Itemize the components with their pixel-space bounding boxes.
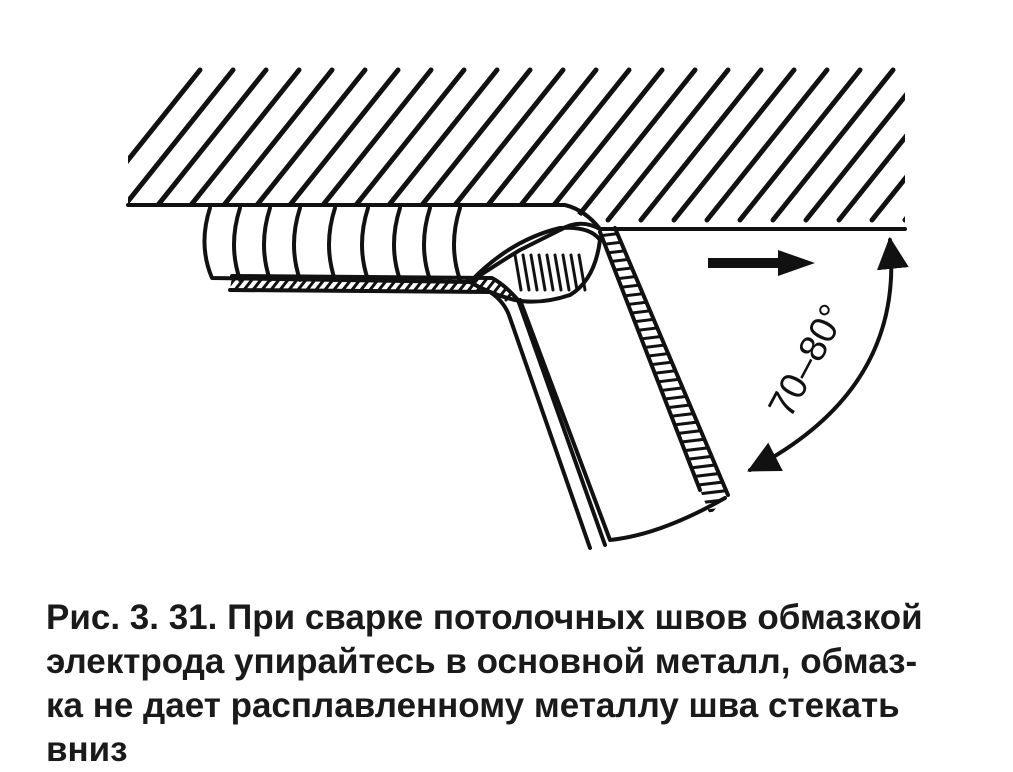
coating-hatch-line bbox=[598, 415, 728, 437]
bead-ripple bbox=[392, 206, 402, 282]
weld-bead bbox=[202, 206, 602, 284]
plate-hatch-line bbox=[671, 67, 797, 223]
coating-hatch-line bbox=[598, 442, 728, 464]
coating-hatch-line bbox=[598, 280, 728, 302]
plate-hatch-line bbox=[605, 67, 731, 223]
plate-hatch-line bbox=[275, 67, 401, 223]
pool-hatch-line bbox=[537, 253, 547, 292]
plate-hatch-line bbox=[341, 67, 467, 223]
coating-hatch-line bbox=[598, 235, 728, 257]
figure-caption: Рис. 3. 31. При сварке потолочных швов о… bbox=[46, 596, 986, 772]
coating-hatch-line bbox=[598, 496, 728, 515]
caption-line-2: электрода упирайтесь в основной металл, … bbox=[46, 642, 918, 681]
plate-hatch-line bbox=[971, 70, 1013, 220]
coating-hatch-line bbox=[598, 298, 728, 320]
pool-hatch-line bbox=[529, 253, 539, 292]
coating-hatch-line bbox=[598, 478, 728, 500]
plate-hatch-line bbox=[506, 67, 632, 223]
plate-hatch-line bbox=[473, 67, 599, 223]
pool-hatch-line bbox=[513, 253, 523, 292]
coating-hatch-line bbox=[598, 406, 728, 428]
welding-direction-arrow bbox=[708, 250, 815, 276]
plate-hatch-line bbox=[209, 67, 335, 223]
slag-hatch-line bbox=[594, 276, 605, 302]
plate-hatch-line bbox=[770, 67, 896, 223]
pool-hatch-line bbox=[521, 253, 531, 292]
plate-hatch-line bbox=[572, 67, 698, 223]
electrode bbox=[518, 226, 730, 542]
plate-hatch-line bbox=[128, 67, 236, 223]
bead-ripple bbox=[452, 206, 462, 282]
plate-hatch-line bbox=[704, 67, 830, 223]
coating-hatch-line bbox=[598, 307, 728, 329]
electrode-angle-arc: 70–80° bbox=[747, 236, 909, 472]
plate-hatch-line bbox=[374, 67, 500, 223]
plate-hatch-line bbox=[902, 67, 905, 223]
slag-hatch-line bbox=[230, 276, 250, 302]
pool-hatch-line bbox=[553, 253, 563, 292]
plate-hatch-line bbox=[869, 67, 905, 223]
coating-hatch-line bbox=[598, 361, 728, 383]
coating-hatch-line bbox=[598, 505, 728, 515]
plate-hatch-line bbox=[836, 67, 905, 223]
slag-hatch-line bbox=[230, 276, 232, 302]
plate-hatch-line bbox=[128, 67, 203, 223]
bead-ripple bbox=[422, 206, 432, 282]
coating-hatch-line bbox=[598, 352, 728, 374]
plate-hatch-line bbox=[803, 67, 905, 223]
plate-hatch-line bbox=[143, 67, 269, 223]
plate-hatch-line bbox=[638, 67, 764, 223]
plate-hatch-line bbox=[176, 67, 302, 223]
ceiling-weld-diagram: 70–80° bbox=[126, 67, 1013, 550]
plate-hatch-line bbox=[938, 70, 1013, 220]
bead-ripple bbox=[360, 206, 370, 282]
base-metal-plate bbox=[126, 67, 1013, 231]
plate-hatch-line bbox=[308, 67, 434, 223]
pool-hatch-line bbox=[561, 253, 571, 292]
slag-layer bbox=[228, 274, 607, 550]
plate-hatch-line bbox=[242, 67, 368, 223]
bead-ripple bbox=[292, 206, 302, 282]
coating-hatch-line bbox=[598, 271, 728, 293]
angle-label: 70–80° bbox=[761, 298, 855, 424]
plate-hatch-line bbox=[539, 67, 665, 223]
bead-ripple bbox=[262, 206, 272, 282]
coating-hatch-line bbox=[598, 316, 728, 338]
pool-hatch-line bbox=[569, 253, 579, 292]
plate-hatch-line bbox=[407, 67, 533, 223]
bead-ripple bbox=[232, 206, 242, 282]
caption-line-3: ка не дает расплавленному металлу шва ст… bbox=[46, 686, 900, 725]
caption-line-4: вниз bbox=[46, 730, 128, 769]
coating-hatch-line bbox=[598, 228, 728, 239]
coating-hatch-line bbox=[598, 433, 728, 455]
coating-hatch-line bbox=[598, 424, 728, 446]
coating-hatch-line bbox=[598, 370, 728, 392]
plate-hatch-line bbox=[440, 67, 566, 223]
caption-line-1: Рис. 3. 31. При сварке потолочных швов о… bbox=[46, 598, 923, 637]
bead-ripple bbox=[327, 206, 337, 282]
pool-hatch-line bbox=[545, 253, 555, 292]
coating-hatch-line bbox=[598, 388, 728, 410]
coating-hatch-line bbox=[598, 289, 728, 311]
plate-hatch-line bbox=[737, 67, 863, 223]
pool-hatch-line bbox=[577, 253, 587, 292]
